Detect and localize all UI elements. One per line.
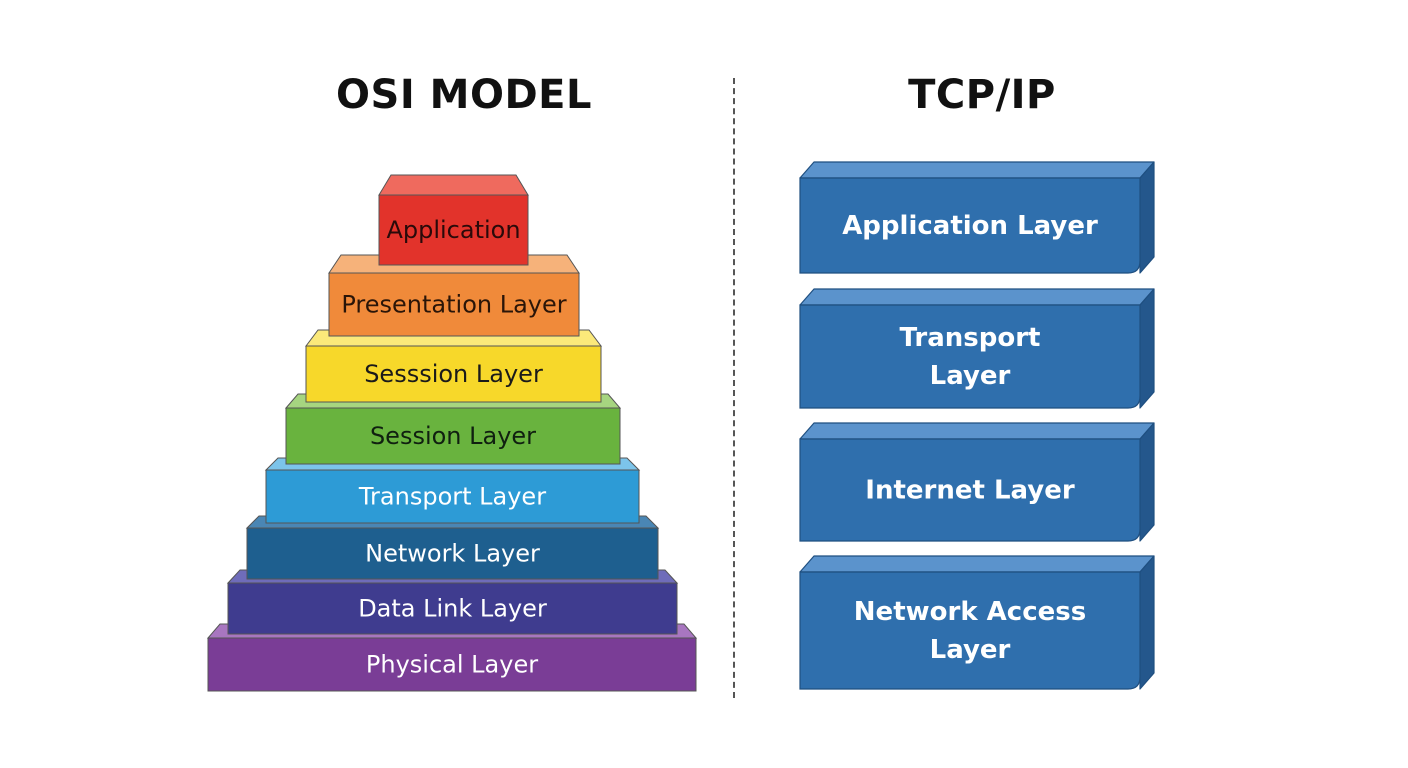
- osi-layer-front-face: [265, 469, 640, 524]
- tcpip-block-side-face: [1139, 288, 1155, 409]
- osi-layer-front-face: [305, 345, 602, 403]
- tcpip-layer-label: Layer: [930, 361, 1011, 391]
- tcpip-block-front-face: [799, 304, 1141, 409]
- tcpip-layer-label: Network Access: [854, 597, 1086, 627]
- tcpip-block-top-face: [799, 288, 1155, 306]
- osi-layer-presentation-layer: Presentation Layer: [328, 254, 580, 337]
- tcpip-block-front-face: [799, 571, 1141, 690]
- tcpip-block-front-face: [799, 438, 1141, 542]
- osi-layer-sesssion-layer: Sesssion Layer: [305, 329, 602, 403]
- osi-layer-label: Sesssion Layer: [364, 360, 543, 388]
- osi-layer-front-face: [246, 527, 659, 580]
- osi-layer-front-face: [207, 637, 697, 692]
- osi-layer-front-face: [227, 582, 678, 635]
- tcpip-layer-application-layer: Application Layer: [799, 161, 1155, 274]
- tcpip-block-top-face: [799, 555, 1155, 573]
- tcpip-block-top-face: [799, 422, 1155, 440]
- osi-title: OSI MODEL: [336, 72, 592, 118]
- tcpip-block-side-face: [1139, 555, 1155, 690]
- tcpip-layer-label: Layer: [930, 635, 1011, 665]
- tcpip-block-front-face: [799, 177, 1141, 274]
- osi-layer-label: Physical Layer: [366, 651, 538, 679]
- osi-layer-label: Presentation Layer: [341, 291, 566, 319]
- osi-layer-application: Application: [378, 174, 529, 266]
- osi-layer-front-face: [378, 194, 529, 266]
- tcpip-layer-label: Application Layer: [842, 211, 1098, 241]
- tcpip-block-top-face: [799, 161, 1155, 179]
- osi-layer-label: Data Link Layer: [358, 595, 547, 623]
- osi-layer-front-face: [328, 272, 580, 337]
- osi-layer-label: Application: [386, 216, 520, 244]
- osi-layer-front-face: [285, 407, 621, 465]
- tcpip-layer-label: Transport: [900, 323, 1041, 353]
- osi-layer-label: Session Layer: [370, 422, 536, 450]
- osi-layer-physical-layer: Physical Layer: [206, 623, 698, 692]
- divider: [733, 78, 735, 698]
- tcpip-block-side-face: [1139, 422, 1155, 542]
- tcpip-block-side-face: [1139, 161, 1155, 274]
- tcpip-title: TCP/IP: [908, 72, 1056, 118]
- osi-layer-label: Network Layer: [365, 540, 540, 568]
- tcpip-layer-internet-layer: Internet Layer: [799, 422, 1155, 542]
- osi-layer-label: Transport Layer: [358, 483, 546, 511]
- tcpip-layer-label: Internet Layer: [865, 476, 1075, 506]
